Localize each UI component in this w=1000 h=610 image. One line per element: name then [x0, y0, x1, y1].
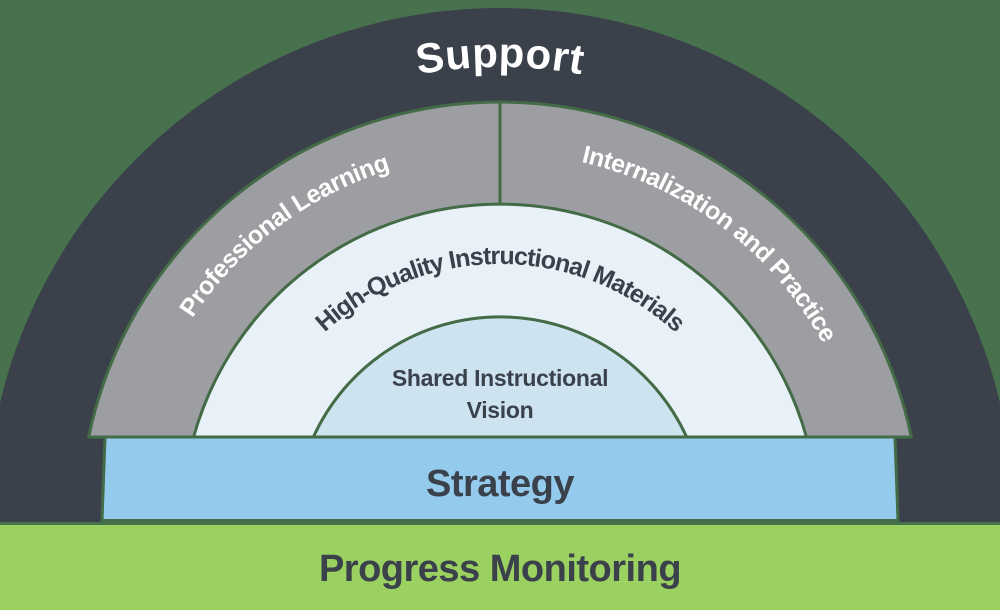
- progress-monitoring-label: Progress Monitoring: [319, 548, 681, 590]
- support-label-text: Support: [413, 29, 588, 83]
- support-label: Support: [413, 29, 589, 83]
- strategy-label: Strategy: [426, 463, 574, 505]
- vision-label-line2: Vision: [467, 397, 534, 423]
- vision-core: [311, 315, 689, 439]
- vision-label-line1: Shared Instructional: [392, 365, 608, 391]
- progress-monitoring-bar: [0, 525, 1000, 610]
- strategy-bar: [100, 435, 900, 522]
